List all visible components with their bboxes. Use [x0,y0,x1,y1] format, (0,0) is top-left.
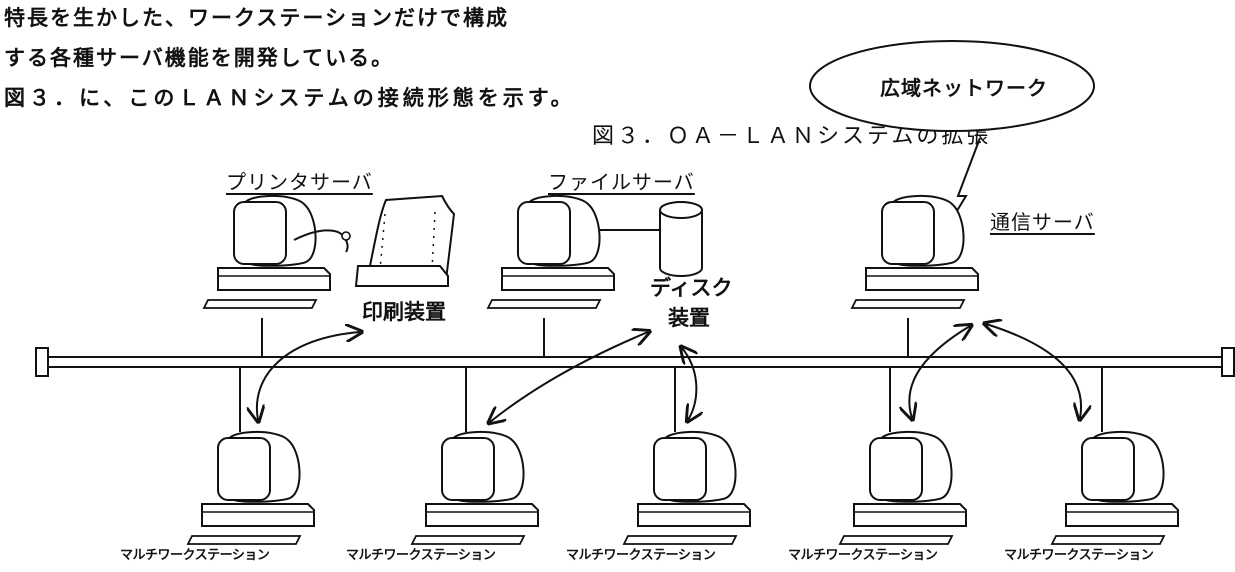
intro-line-1: 特長を生かした、ワークステーションだけで構成 [4,6,509,30]
lan-bus [35,347,1235,377]
comm-server-label: 通信サーバ [990,210,1095,234]
file-server-label: ファイルサーバ [548,170,695,194]
printer-device-label: 印刷装置 [362,300,446,324]
workstation-label: マルチワークステーション [346,548,496,563]
intro-line-3: 図３．に、このＬＡＮシステムの接続形態を示す。 [4,86,576,110]
printer-server-computer [203,194,331,309]
workstation-1 [187,430,315,545]
arrow-ws5-comm [986,324,1081,418]
intro-line-2: する各種サーバ機能を開発している。 [4,46,395,70]
arrow-ws3-disk [682,348,696,420]
disk-device [659,201,703,277]
arrow-ws2-disk [490,332,648,422]
workstation-label: マルチワークステーション [1004,548,1154,563]
workstation-3 [623,430,751,545]
wide-network-cloud [809,40,1095,132]
file-server-computer [487,194,615,309]
workstation-2 [411,430,539,545]
disk-device-label-2: 装置 [668,306,710,330]
disk-device-label-1: ディスク [650,276,733,300]
workstation-label: マルチワークステーション [788,548,938,563]
comm-server-computer [851,194,979,309]
arrow-ws1-printer [257,332,360,420]
workstation-label: マルチワークステーション [120,548,270,563]
printer-server-label: プリンタサーバ [226,170,373,194]
arrow-ws4-comm [909,326,970,418]
workstation-5 [1051,430,1179,545]
wide-network-label: 広域ネットワーク [880,76,1048,100]
printer-device [354,194,456,287]
workstation-4 [839,430,967,545]
workstation-label: マルチワークステーション [566,548,716,563]
